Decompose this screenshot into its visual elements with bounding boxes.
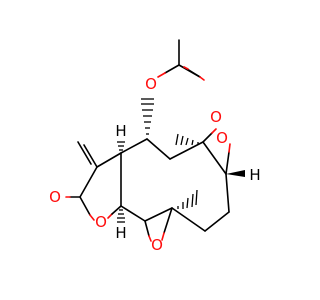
wedge-bond-h-right xyxy=(226,170,245,177)
atom-h-lower-left: H xyxy=(115,224,126,242)
hashed-bond-h-upper-left xyxy=(117,141,125,151)
atom-o-lactone-ring: O xyxy=(95,213,107,231)
acetate-group xyxy=(157,39,205,81)
atom-o-lactone-carbonyl: O xyxy=(49,188,61,206)
atom-o-epoxide-lower: O xyxy=(151,236,163,254)
hashed-bond-methyl-upper xyxy=(175,133,199,146)
ring-bonds xyxy=(65,128,231,242)
hashed-bond-methyl-lower xyxy=(177,189,198,209)
atom-o-acetate-ester: O xyxy=(145,75,157,93)
atom-h-upper-left: H xyxy=(115,122,126,140)
structure-canvas: O O O O O O H H H xyxy=(49,39,261,254)
atom-h-right: H xyxy=(249,166,260,184)
atom-o-acetate-carbonyl: O xyxy=(210,108,222,126)
hashed-bond-acetate xyxy=(141,98,154,135)
atom-o-epoxide-upper: O xyxy=(216,129,228,147)
molecule-structure: O O O O O O H H H xyxy=(49,39,261,254)
hashed-bond-h-lower-left xyxy=(117,209,125,223)
